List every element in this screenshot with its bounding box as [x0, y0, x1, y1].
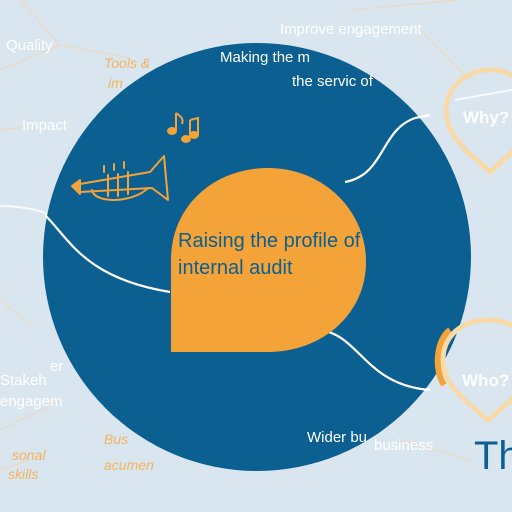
why-pin-label: Why?: [463, 108, 510, 127]
heading-fragment: Th: [474, 434, 512, 478]
label-stakeholder: Stakeh: [0, 372, 47, 389]
label-the-service: the servic of: [292, 73, 373, 90]
path-top-right: [344, 113, 431, 184]
label-acumen: acumen: [104, 457, 154, 473]
label-personal: sonal: [12, 447, 46, 463]
who-pin-icon: [440, 317, 512, 424]
label-skills: skills: [8, 466, 39, 482]
path-left: [44, 214, 171, 294]
label-business-acumen: Bus: [104, 431, 129, 447]
center-blob: [171, 168, 366, 352]
why-pin-icon: [443, 67, 512, 176]
label-er: er: [50, 358, 64, 375]
path-bottom-right: [319, 328, 431, 392]
label-tools-2: im: [108, 75, 123, 91]
label-wider-bu: Wider bu: [307, 429, 368, 446]
music-notes-icon: [167, 112, 199, 143]
label-quality: Quality: [6, 37, 53, 54]
label-tools: Tools &: [104, 55, 151, 71]
label-business-right: business: [374, 437, 434, 454]
who-pin-label: Who?: [462, 371, 510, 390]
label-impact: Impact: [22, 117, 68, 134]
label-stakeholder-2: engagem: [0, 393, 63, 410]
center-blob-text: Raising the profile of internal audit: [178, 230, 361, 279]
label-making-the: Making the m: [220, 49, 311, 66]
label-improve-engagement: Improve engagement: [280, 21, 422, 38]
trumpet-icon: [71, 155, 169, 201]
